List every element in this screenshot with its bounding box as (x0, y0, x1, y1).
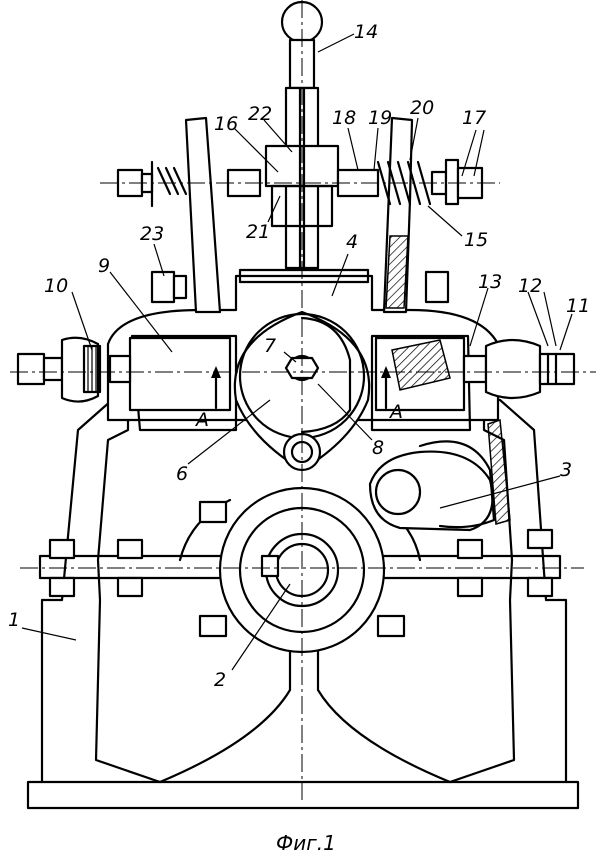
callout-21: 21 (246, 221, 270, 243)
base-plate (28, 782, 578, 808)
callout-19: 19 (368, 107, 392, 129)
figure-caption: Фиг.1 (276, 831, 336, 855)
section-mark-left: A (194, 409, 209, 431)
callout-22: 22 (248, 103, 272, 125)
callout-13: 13 (478, 271, 502, 293)
callout-23: 23 (140, 223, 164, 245)
callout-10: 10 (44, 275, 68, 297)
drive-segment (370, 420, 510, 530)
callout-1: 1 (8, 609, 20, 631)
callout-8: 8 (372, 437, 384, 459)
callout-4: 4 (346, 231, 358, 253)
callout-11: 11 (566, 295, 590, 317)
callout-17: 17 (462, 107, 486, 129)
callout-15: 15 (464, 229, 488, 251)
section-mark-right: A (388, 401, 403, 423)
callout-2: 2 (214, 669, 226, 691)
callout-18: 18 (332, 107, 356, 129)
callout-6: 6 (176, 463, 188, 485)
callout-14: 14 (354, 21, 378, 43)
callout-7: 7 (264, 335, 276, 357)
callout-3: 3 (560, 459, 572, 481)
callout-20: 20 (410, 97, 434, 119)
callout-16: 16 (214, 113, 238, 135)
main-shaft-hub (220, 488, 384, 652)
callout-12: 12 (518, 275, 542, 297)
callout-9: 9 (98, 255, 110, 277)
